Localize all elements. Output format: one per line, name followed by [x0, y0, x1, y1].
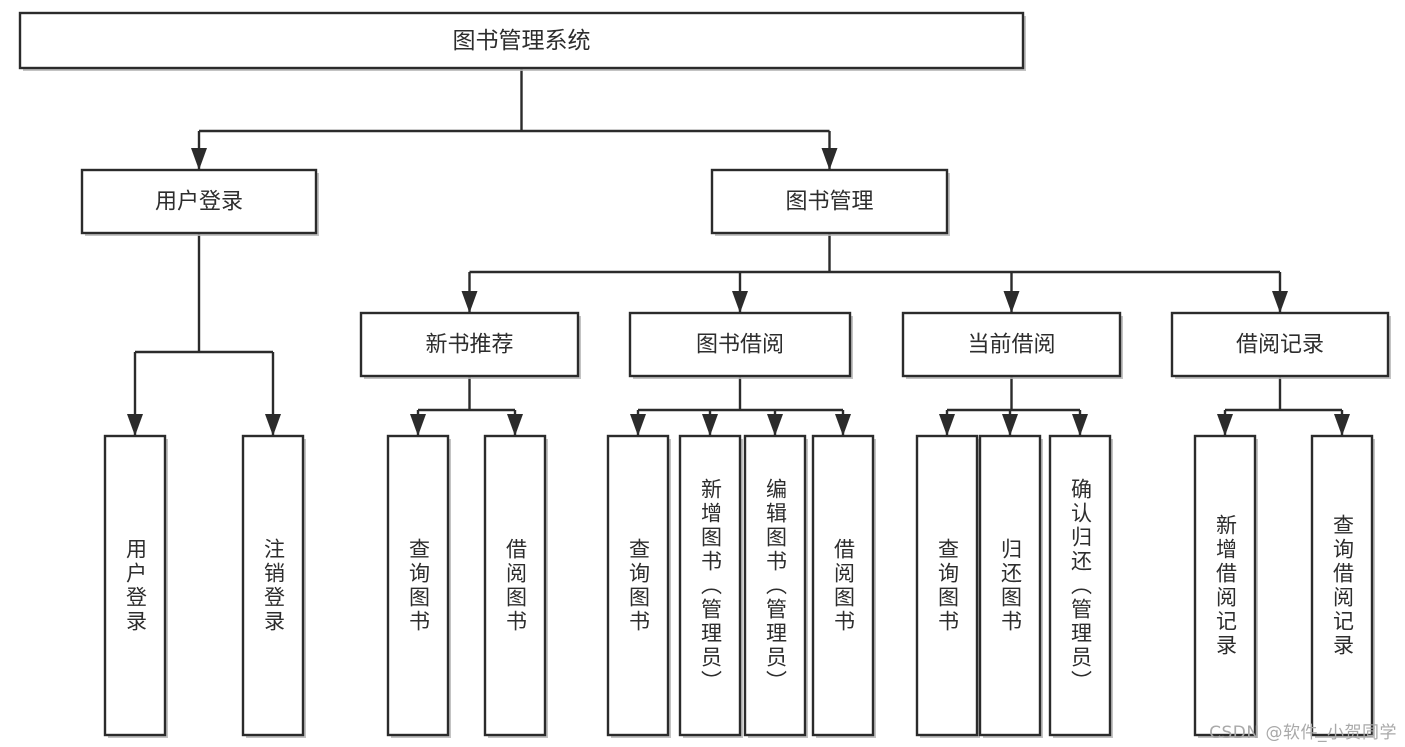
- connector-arrowhead: [630, 414, 646, 436]
- connector-arrowhead: [1072, 414, 1088, 436]
- node-当前借阅[interactable]: [901, 311, 1122, 378]
- node-查询图书[interactable]: [606, 434, 670, 737]
- connector-arrowhead: [1002, 414, 1018, 436]
- connector-arrowhead: [507, 414, 523, 436]
- node-借阅图书[interactable]: [483, 434, 547, 737]
- csdn-watermark: CSDN @软件_小贺同学: [1209, 723, 1397, 743]
- node-当前借阅-label: 当前借阅: [967, 333, 1055, 358]
- node-注销登录[interactable]: [241, 434, 305, 737]
- node-图书管理系统[interactable]: [18, 11, 1025, 70]
- node-新书推荐-label: 新书推荐: [425, 333, 513, 358]
- connector-arrowhead: [191, 148, 207, 170]
- node-借阅记录-label: 借阅记录: [1236, 333, 1324, 358]
- connector-arrowhead: [1334, 414, 1350, 436]
- connector-arrowhead: [767, 414, 783, 436]
- connector-arrowhead: [1217, 414, 1233, 436]
- node-图书管理[interactable]: [710, 168, 949, 235]
- connector-arrowhead: [1003, 291, 1020, 313]
- node-图书管理-label: 图书管理: [785, 190, 873, 215]
- node-新增借阅记录[interactable]: [1193, 434, 1257, 737]
- connector-arrowhead: [265, 414, 281, 436]
- node-借阅图书[interactable]: [811, 434, 875, 737]
- node-图书借阅[interactable]: [628, 311, 852, 378]
- node-查询借阅记录[interactable]: [1310, 434, 1374, 737]
- node-用户登录-label: 用户登录: [155, 190, 243, 215]
- node-新增图书管理员[interactable]: [678, 434, 742, 737]
- connector-arrowhead: [939, 414, 955, 436]
- connector-arrowhead: [732, 291, 748, 313]
- connector-arrowhead: [821, 148, 838, 170]
- connector-arrowhead: [461, 291, 478, 313]
- node-确认归还管理员[interactable]: [1048, 434, 1112, 737]
- node-图书借阅-label: 图书借阅: [696, 333, 784, 358]
- node-查询图书[interactable]: [915, 434, 979, 737]
- node-图书管理系统-label: 图书管理系统: [453, 28, 591, 54]
- connector-arrowhead: [1272, 291, 1288, 313]
- connector-arrowhead: [410, 414, 426, 436]
- node-归还图书[interactable]: [978, 434, 1042, 737]
- node-新书推荐[interactable]: [359, 311, 580, 378]
- node-借阅记录[interactable]: [1170, 311, 1390, 378]
- node-查询图书[interactable]: [386, 434, 450, 737]
- connector-arrowhead: [835, 414, 851, 436]
- node-编辑图书管理员[interactable]: [743, 434, 807, 737]
- node-用户登录[interactable]: [103, 434, 167, 737]
- connector-arrowhead: [702, 414, 718, 436]
- node-用户登录[interactable]: [80, 168, 318, 235]
- connector-arrowhead: [127, 414, 143, 436]
